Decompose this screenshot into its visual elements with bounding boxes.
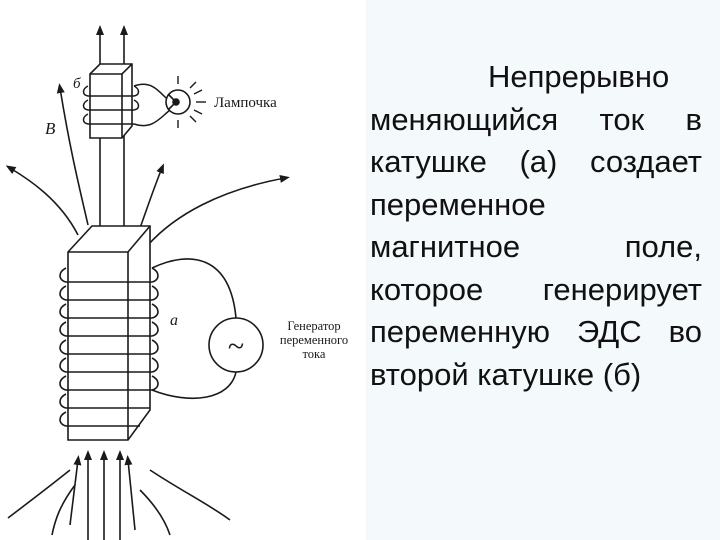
field-line (139, 163, 164, 229)
field-line (7, 469, 71, 519)
generator-symbol: ~ (228, 330, 244, 363)
coil-b-windings (82, 83, 171, 127)
field-line (147, 174, 290, 246)
lamp-icon (165, 76, 206, 128)
coil-a (67, 225, 151, 441)
field-line (149, 469, 231, 521)
generator: ~ (208, 317, 264, 373)
field-line (56, 83, 89, 226)
induction-diagram: ~ Генератор переменного тока (5, 25, 348, 540)
field-line (69, 455, 82, 526)
coil-b-label: б (73, 76, 81, 92)
generator-label-line2: переменного (280, 333, 348, 347)
coil-a-label: а (170, 312, 178, 329)
field-line (124, 455, 136, 531)
field-line (139, 489, 171, 536)
field-line (5, 165, 79, 236)
generator-label-line1: Генератор (287, 319, 340, 333)
description-text: Непрерывно меняющийся ток в катушке (а) … (370, 59, 702, 392)
lamp-label: Лампочка (214, 95, 277, 111)
field-line (51, 484, 76, 536)
generator-label-line3: тока (303, 347, 326, 361)
figure-panel: ~ Генератор переменного тока (0, 0, 366, 540)
field-b-label: B (45, 119, 56, 138)
coil-b (89, 63, 133, 139)
coil-a-windings (59, 258, 237, 427)
